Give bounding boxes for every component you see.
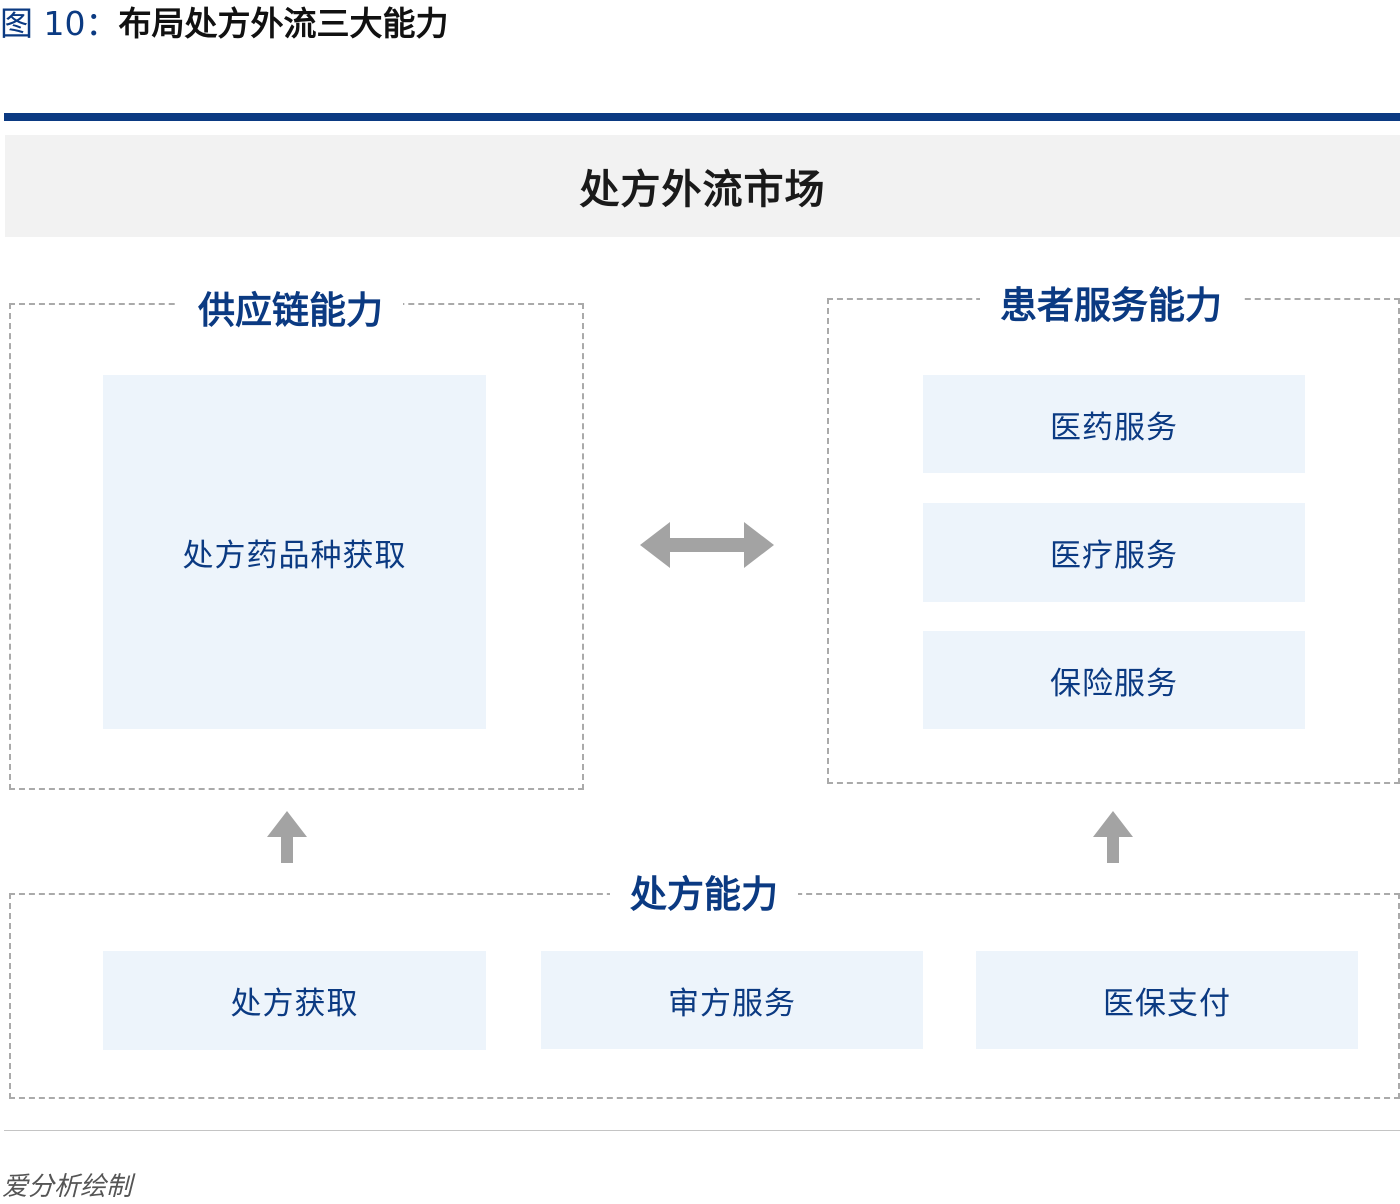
patient-service-item-label: 医药服务 (1050, 409, 1178, 446)
top-divider (4, 113, 1400, 121)
supply-chain-item-label: 处方药品种获取 (182, 537, 407, 574)
figure-title-text: 布局处方外流三大能力 (118, 4, 449, 43)
supply-chain-item: 处方药品种获取 (103, 375, 486, 729)
up-arrow-icon (1093, 811, 1133, 863)
bottom-divider (4, 1130, 1400, 1131)
prescription-item-label: 医保支付 (1103, 985, 1231, 1022)
prescription-item-insurance-pay: 医保支付 (976, 951, 1358, 1049)
prescription-item-label: 处方获取 (230, 986, 359, 1022)
up-arrow-icon (267, 811, 307, 863)
patient-service-title: 患者服务能力 (980, 281, 1242, 331)
supply-chain-title: 供应链能力 (178, 286, 403, 336)
figure-number: 图 10： (0, 4, 119, 43)
source-note: 爱分析绘制 (2, 1172, 133, 1202)
prescription-title: 处方能力 (610, 870, 798, 920)
bidirectional-arrow-icon (640, 522, 774, 568)
market-banner: 处方外流市场 (5, 135, 1400, 237)
patient-service-item-insurance: 保险服务 (923, 631, 1305, 729)
patient-service-item-medical: 医疗服务 (923, 503, 1305, 602)
prescription-item-review: 审方服务 (541, 951, 923, 1049)
patient-service-item-label: 保险服务 (1050, 665, 1178, 702)
prescription-item-acquisition: 处方获取 (103, 951, 486, 1050)
patient-service-item-label: 医疗服务 (1050, 538, 1178, 574)
figure-title: 图 10：布局处方外流三大能力 (0, 2, 448, 46)
patient-service-item-medicine: 医药服务 (923, 375, 1305, 473)
prescription-item-label: 审方服务 (668, 985, 796, 1022)
market-label: 处方外流市场 (579, 167, 826, 213)
